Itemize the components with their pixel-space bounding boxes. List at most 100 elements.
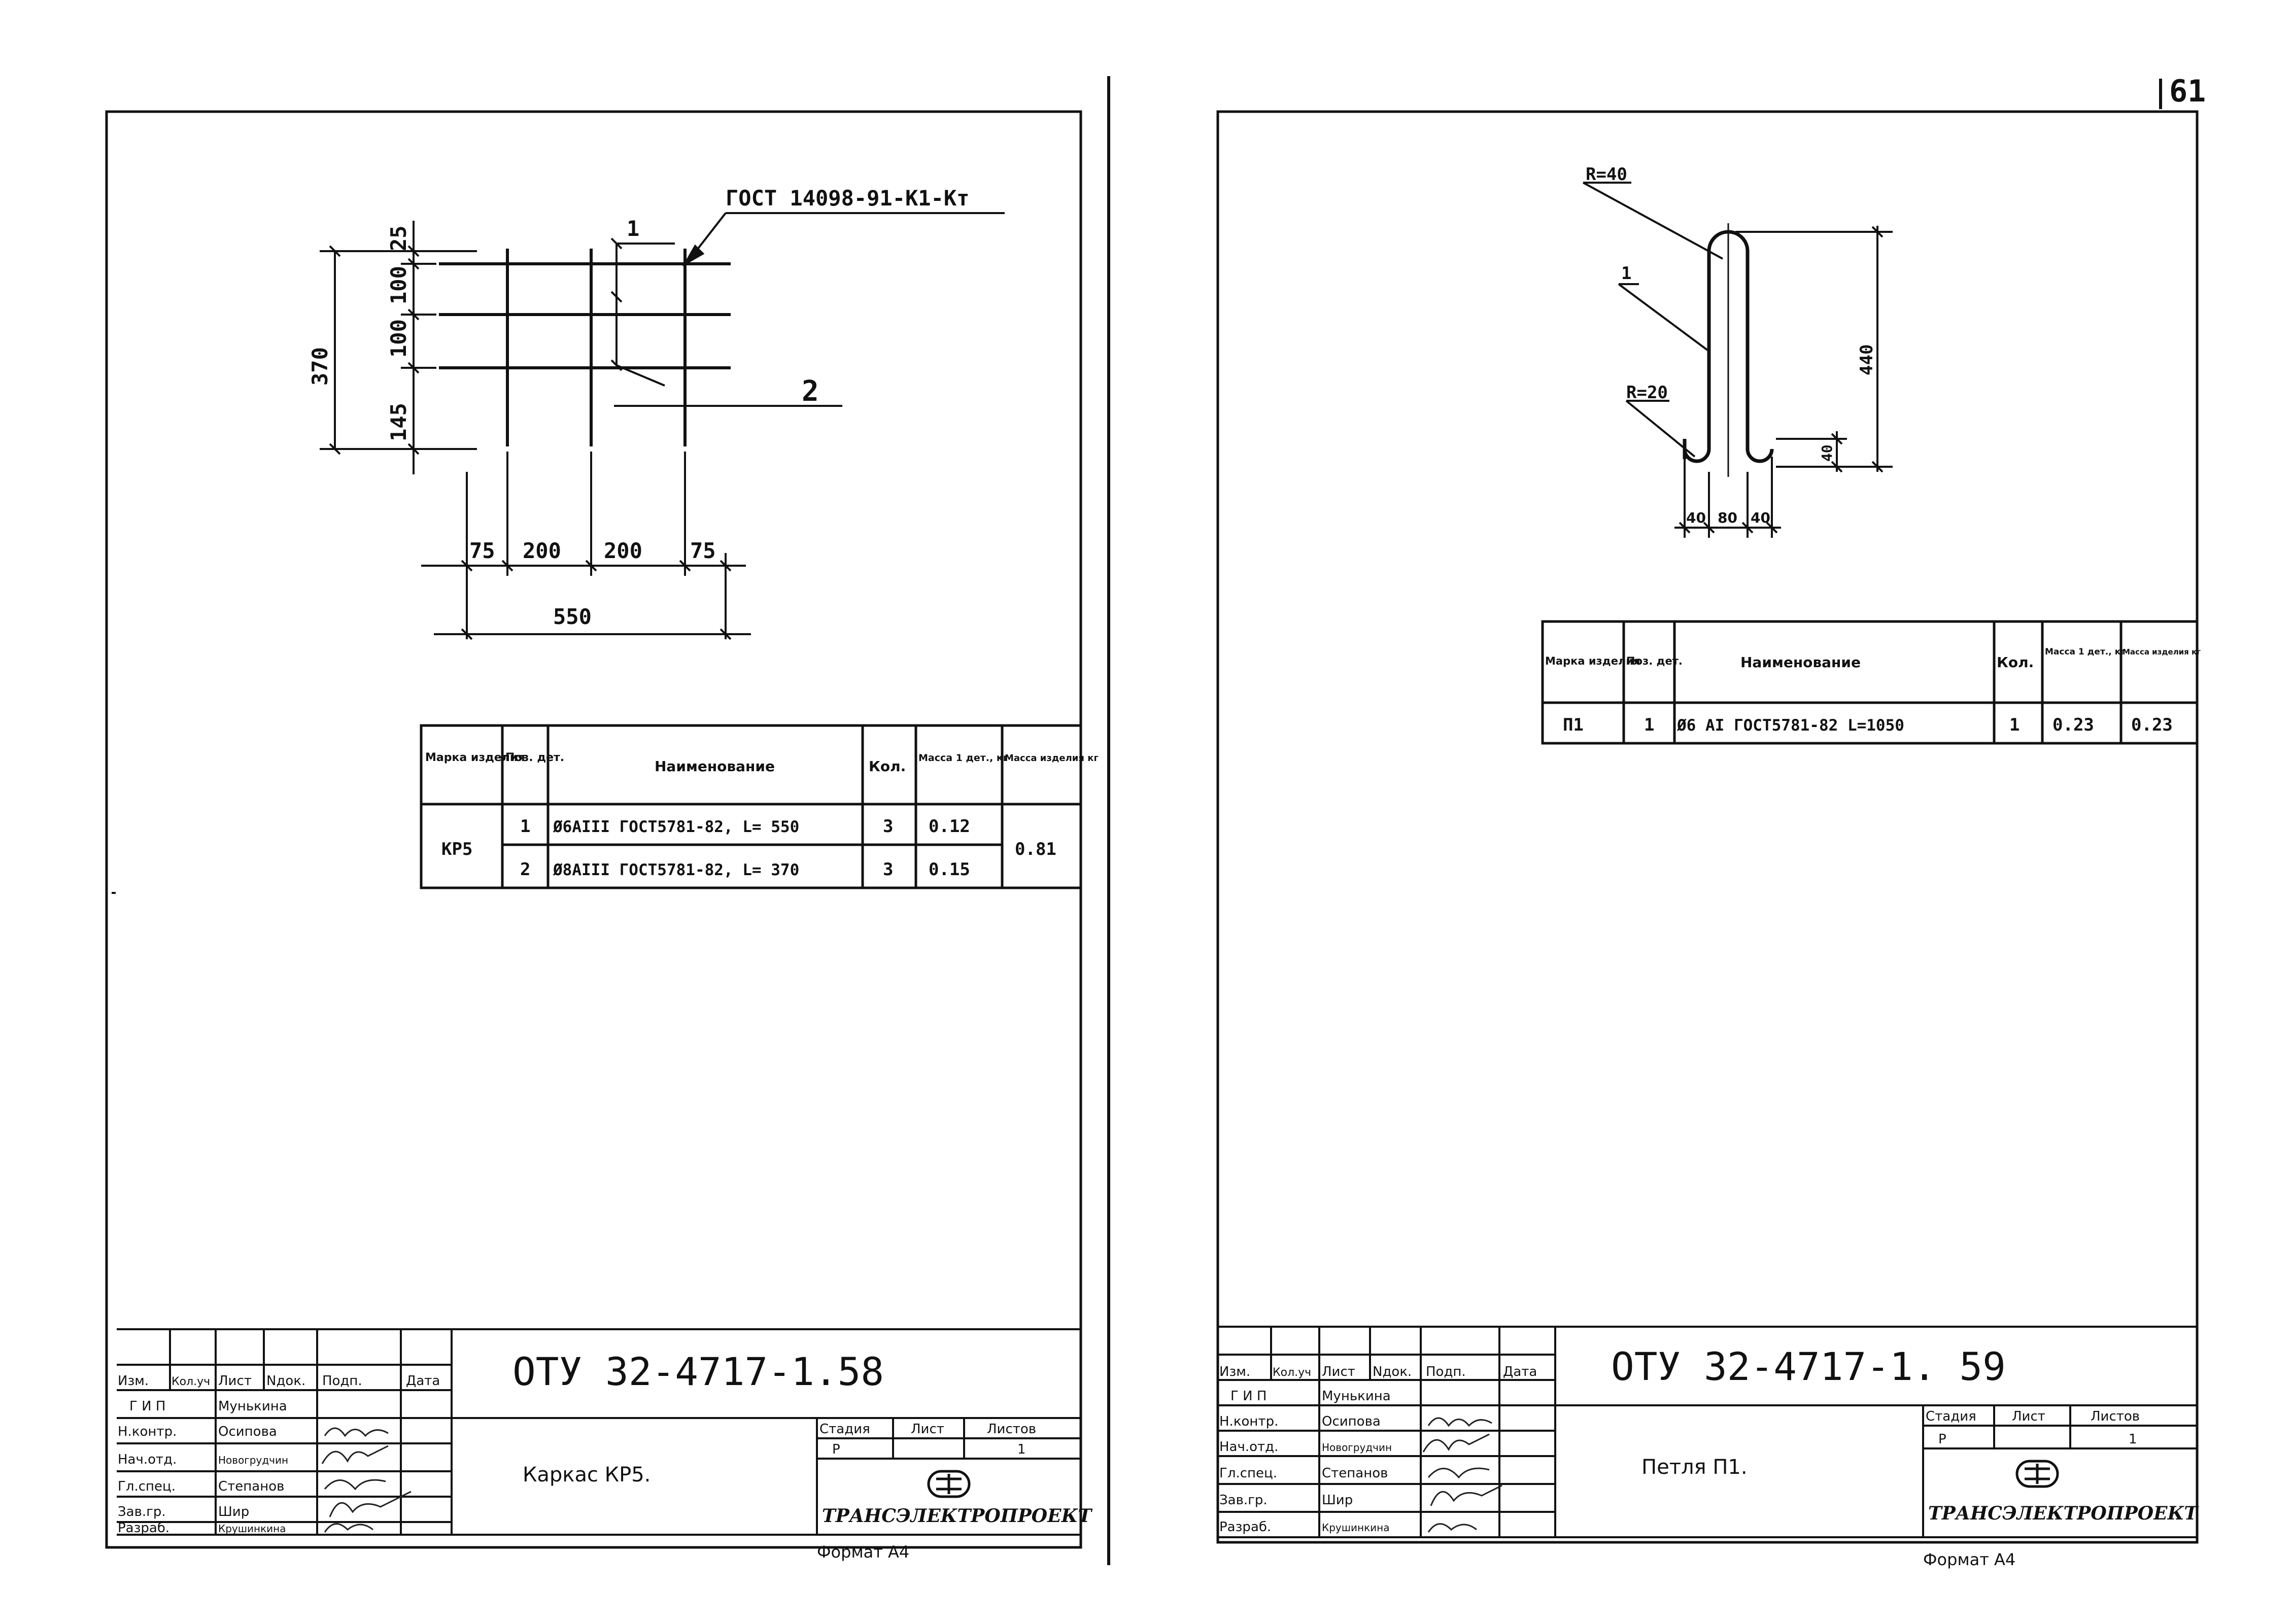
dim-foot-40: 40 [1819, 444, 1835, 462]
stamp-role-razrab: Разраб. [118, 1521, 169, 1536]
spec-row1-qty: 3 [883, 816, 893, 837]
right-org-logo-icon [2015, 1460, 2059, 1488]
spec-header-pos: Поз. дет. [505, 751, 564, 764]
r-stamp-h-podp: Подп. [1426, 1364, 1466, 1379]
dim-h-75b: 75 [690, 538, 716, 563]
r-stamp-role-zavgr: Зав.гр. [1219, 1493, 1268, 1508]
left-listov-h: Листов [987, 1422, 1036, 1437]
spec-total-mass: 0.81 [1015, 839, 1056, 859]
spec-row2-mass: 0.15 [929, 859, 970, 880]
stamp-role-glspec: Гл.спец. [118, 1479, 176, 1494]
stamp-h-ndok: Nдок. [266, 1373, 305, 1389]
stamp-name-3: Новогрудчин [218, 1454, 288, 1466]
label-r20: R=20 [1626, 383, 1668, 403]
right-signatures [1422, 1417, 1502, 1533]
r-stamp-name-6: Крушинкина [1322, 1522, 1390, 1534]
right-stage: Р [1938, 1432, 1946, 1447]
r-stamp-name-4: Степанов [1322, 1466, 1388, 1481]
left-stage: Р [832, 1442, 840, 1457]
right-sheet-frame [1216, 110, 2199, 1544]
dim-v-25: 25 [386, 225, 411, 251]
dim-total-width: 550 [553, 604, 592, 629]
dim-total-height: 370 [307, 347, 332, 386]
spec-header-name: Наименование [655, 758, 775, 775]
stamp-role-nkontr: Н.контр. [118, 1424, 177, 1439]
weld-gost-callout: ГОСТ 14098-91-К1-Кт [726, 186, 969, 211]
r-stamp-role-glspec: Гл.спец. [1219, 1466, 1277, 1481]
stamp-h-podp: Подп. [322, 1373, 362, 1389]
stamp-h-kolvo: Кол.уч [172, 1375, 210, 1388]
stamp-role-nachotd: Нач.отд. [118, 1452, 177, 1467]
right-sheet: R=40 1 R=20 440 40 [1216, 110, 2201, 1569]
r-spec-header-mass1: Масса 1 дет., кг [2045, 647, 2125, 657]
left-org-logo-icon [927, 1470, 971, 1498]
left-stage-h: Стадия [819, 1422, 870, 1437]
stamp-role-gip: Г И П [129, 1399, 165, 1414]
label-r40: R=40 [1586, 164, 1627, 185]
stamp-h-data: Дата [406, 1373, 440, 1389]
right-stage-h: Стадия [1926, 1409, 1976, 1424]
r-spec-header-qty: Кол. [1997, 654, 2034, 671]
spec-row1-mass: 0.12 [929, 816, 970, 837]
r-spec-mark: П1 [1563, 715, 1584, 735]
right-sheets: 1 [2129, 1432, 2137, 1447]
stamp-name-5: Шир [218, 1504, 249, 1519]
r-stamp-name-2: Осипова [1322, 1414, 1381, 1429]
rebar-cage-kr5 [439, 249, 731, 446]
spec-header-mass-total: Масса изделия кг [1005, 753, 1099, 764]
left-title-block [117, 1328, 1081, 1536]
dim-bottom-40a: 40 [1686, 509, 1706, 526]
spec-row2-name: Ø8АIII ГОСТ5781-82, L= 370 [553, 861, 799, 879]
r-spec-qty: 1 [2009, 715, 2020, 735]
left-signatures [321, 1427, 412, 1533]
r-stamp-h-kolvo: Кол.уч [1273, 1366, 1311, 1379]
position-1-label: 1 [627, 216, 639, 241]
left-list-h: Лист [911, 1422, 944, 1437]
r-spec-pos: 1 [1644, 715, 1654, 735]
r-spec-header-mark: Марка изделия [1545, 655, 1640, 667]
r-spec-mass: 0.23 [2052, 715, 2094, 735]
right-spec-table [1541, 620, 2199, 745]
right-doc-code: ОТУ 32-4717-1. 59 [1611, 1344, 2006, 1389]
dim-v-145: 145 [386, 403, 411, 441]
spec-row1-pos: 1 [520, 816, 530, 837]
left-spec-table [420, 724, 1082, 889]
left-sheet: 370 25 100 100 145 1 2 ГОСТ 14098-91-К1-… [105, 110, 1099, 1562]
left-sheets: 1 [1017, 1442, 1026, 1457]
right-title-block [1218, 1326, 2197, 1538]
stamp-role-zavgr: Зав.гр. [118, 1504, 166, 1519]
dim-bottom-80: 80 [1718, 509, 1737, 526]
stamp-name-1: Мунькина [218, 1399, 287, 1414]
r-stamp-role-nkontr: Н.контр. [1219, 1414, 1278, 1429]
stamp-name-4: Степанов [218, 1479, 284, 1494]
dim-v-100b: 100 [386, 319, 411, 358]
spec-header-qty: Кол. [869, 758, 906, 775]
right-sheet-title: Петля П1. [1641, 1456, 1748, 1479]
spec-mark-kr5: КР5 [441, 839, 472, 859]
r-spec-header-name: Наименование [1740, 654, 1861, 671]
spec-header-mass1: Масса 1 дет., кг [918, 752, 1008, 764]
right-org-name: ТРАНСЭЛЕКТРОПРОЕКТ [1928, 1503, 2199, 1524]
stamp-name-6: Крушинкина [218, 1523, 286, 1535]
spec-row2-pos: 2 [520, 859, 530, 880]
right-listov-h: Листов [2091, 1409, 2140, 1424]
dim-h-200b: 200 [604, 538, 642, 563]
r-stamp-name-3: Новогрудчин [1322, 1441, 1392, 1454]
dim-h-200a: 200 [523, 538, 561, 563]
left-sheet-title: Каркас КР5. [523, 1463, 651, 1487]
r-stamp-name-5: Шир [1322, 1493, 1353, 1508]
r-spec-name: Ø6 АI ГОСТ5781-82 L=1050 [1676, 716, 1904, 735]
r-stamp-role-gip: Г И П [1230, 1389, 1267, 1404]
dim-height-440: 440 [1857, 344, 1877, 375]
stamp-name-2: Осипова [218, 1424, 277, 1439]
dim-bottom-40b: 40 [1751, 509, 1770, 526]
right-format: Формат А4 [1923, 1550, 2015, 1569]
left-format: Формат А4 [817, 1542, 909, 1562]
r-stamp-h-ndok: Nдок. [1373, 1364, 1412, 1379]
page-number: 61 [2169, 74, 2206, 109]
position-2-label: 2 [802, 375, 819, 408]
r-spec-header-mass-total: Масса изделия кг [2123, 647, 2201, 656]
stamp-h-list: Лист [218, 1373, 252, 1389]
r-stamp-h-izm: Изм. [1219, 1364, 1250, 1379]
